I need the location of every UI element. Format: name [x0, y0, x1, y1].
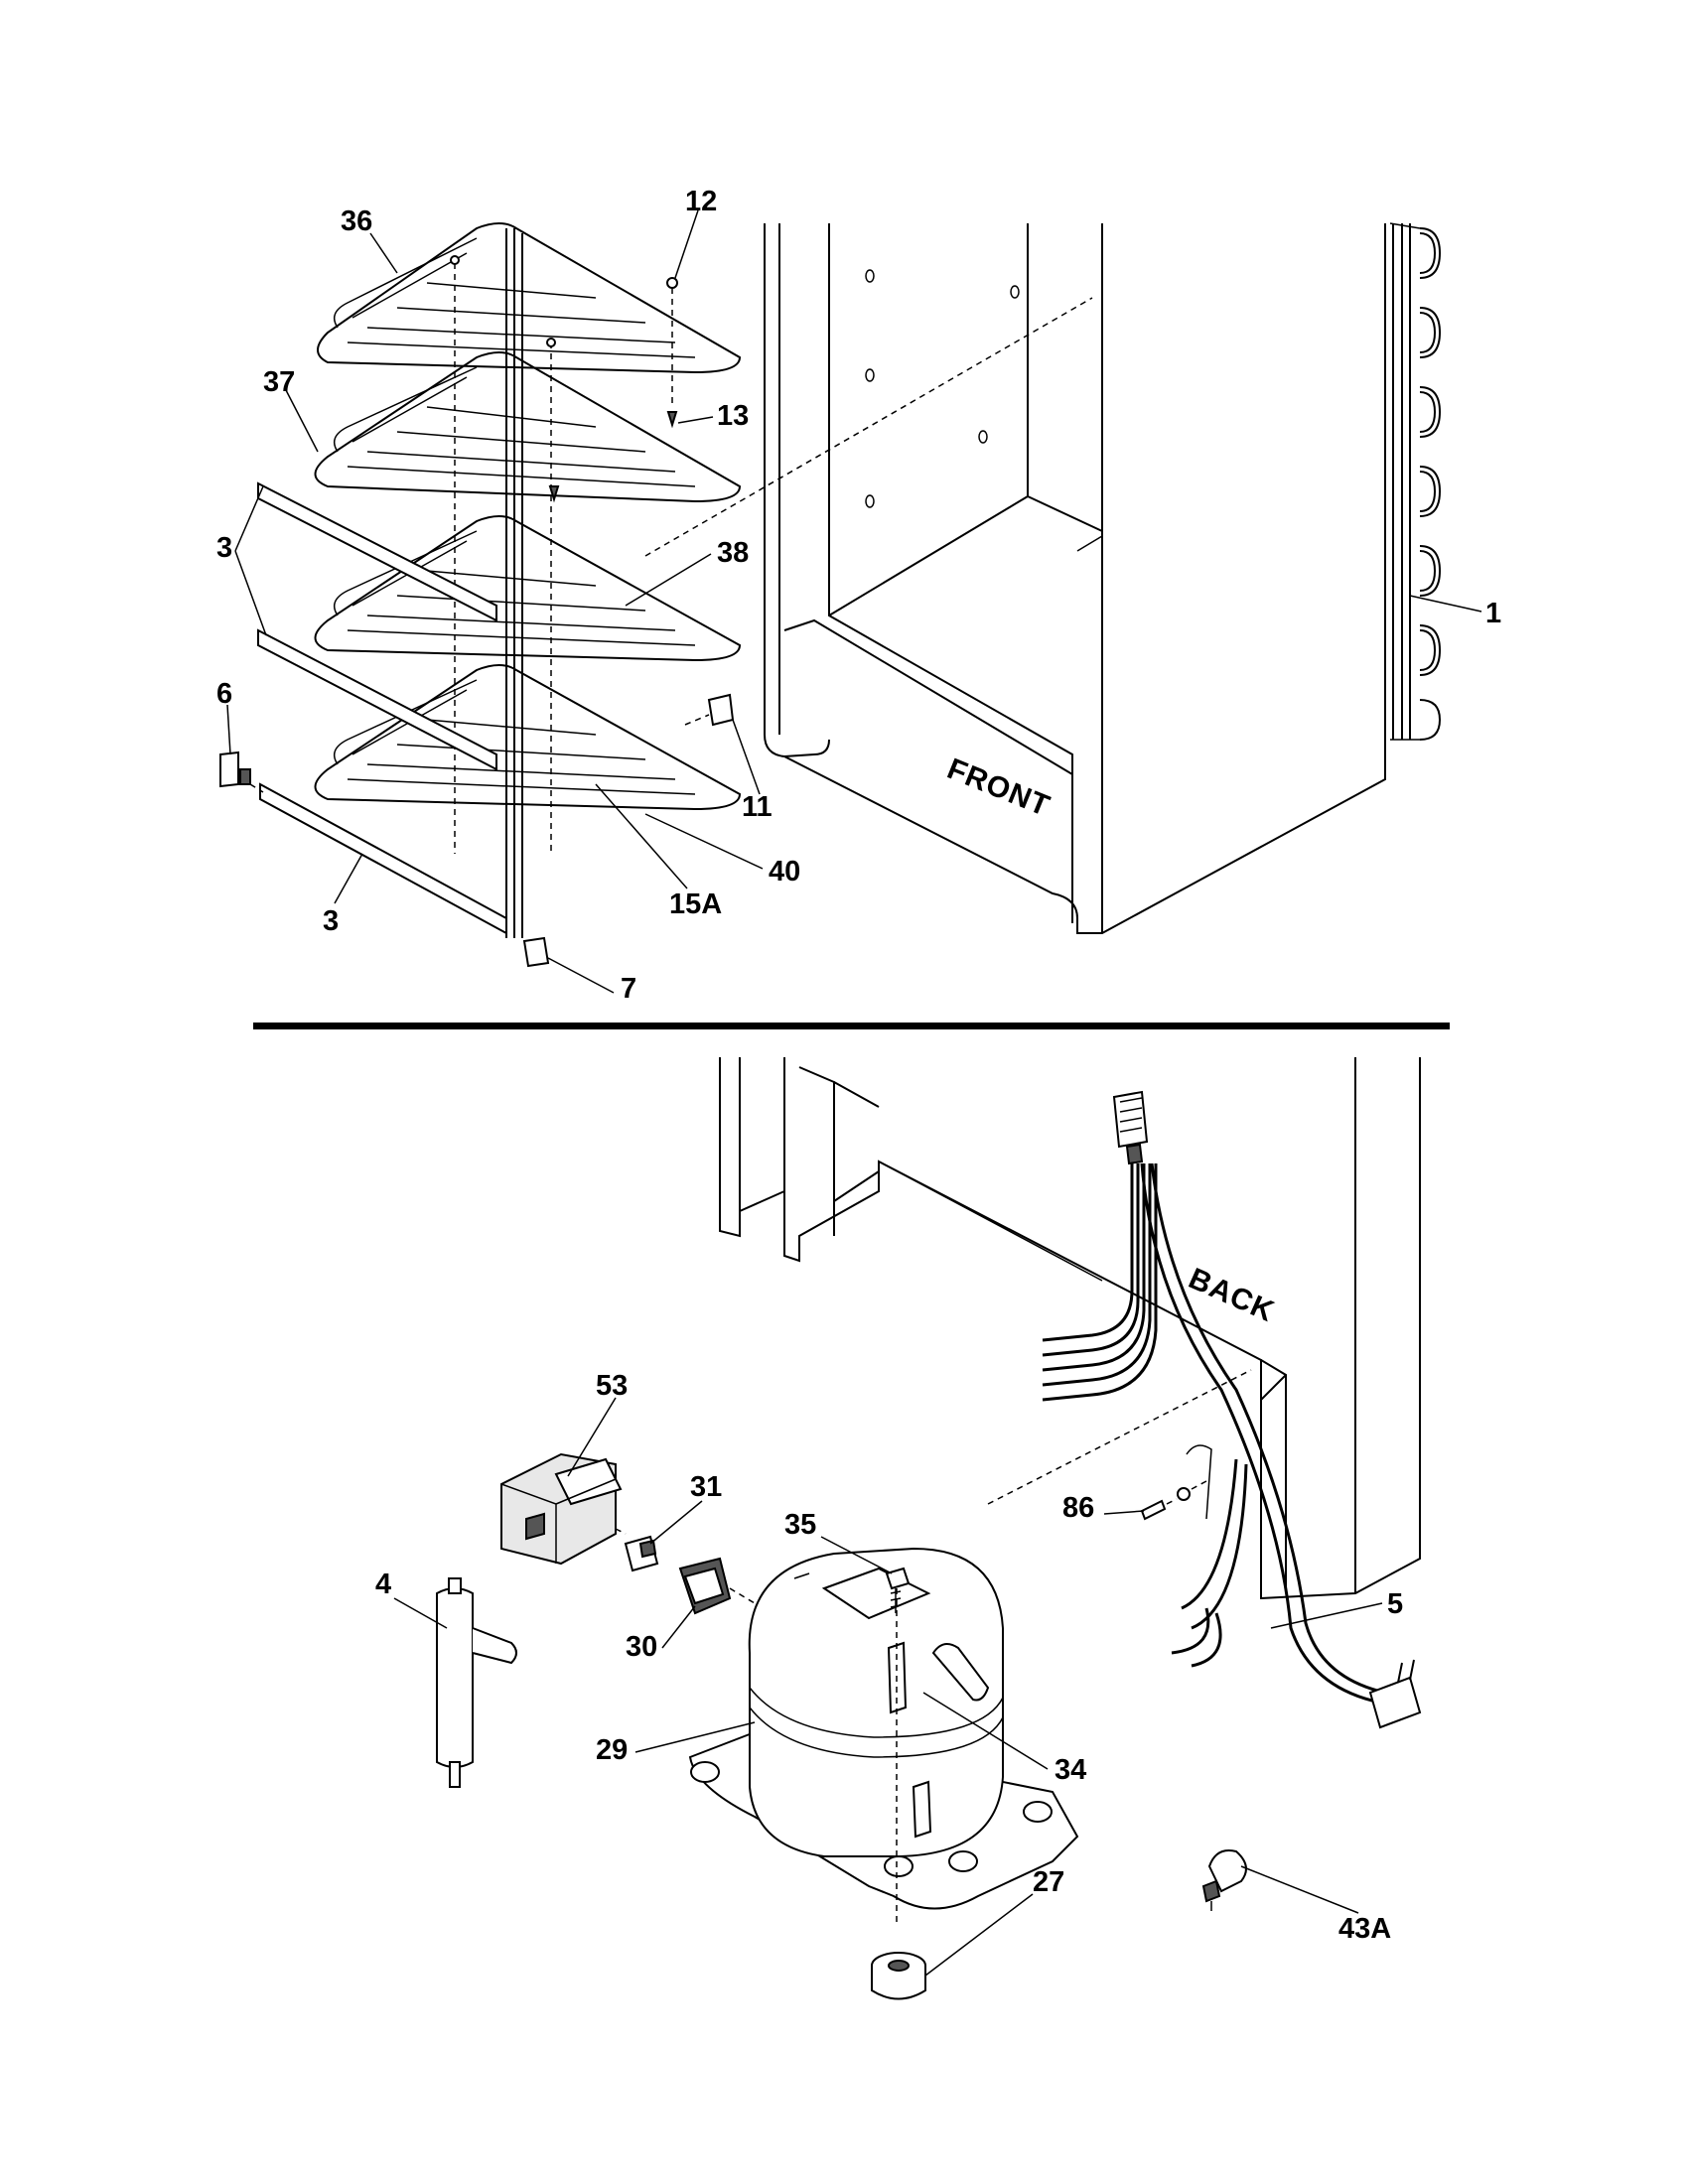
callout-29: 29 — [596, 1734, 628, 1766]
cabinet-front: FRONT — [764, 223, 1386, 934]
clip-part-6 — [219, 751, 239, 788]
shelf-coil-36 — [317, 222, 742, 374]
section-divider — [253, 1023, 1450, 1029]
callout-34: 34 — [1055, 1754, 1086, 1786]
shelf-coil-37 — [314, 351, 742, 503]
callout-4: 4 — [375, 1569, 391, 1600]
callout-15a: 15A — [669, 888, 722, 920]
shelf-coil-40 — [314, 664, 742, 811]
screw-part-13 — [666, 411, 678, 429]
ground-screw-86 — [1140, 1480, 1207, 1521]
callout-6: 6 — [216, 678, 232, 710]
power-cord-harness — [1042, 1090, 1422, 1729]
callout-13: 13 — [717, 400, 749, 432]
lower-callouts: 53 31 35 86 4 30 5 29 34 27 43A — [375, 1370, 1403, 1945]
lower-exploded-view: BACK — [375, 1057, 1422, 2000]
compressor-29 — [688, 1547, 1079, 1926]
condenser-coil — [1384, 222, 1442, 741]
callout-53: 53 — [596, 1370, 628, 1402]
clip-part-11 — [707, 693, 735, 727]
assembly-line-lower — [987, 1369, 1252, 1505]
callout-11: 11 — [742, 791, 773, 823]
bolt-35 — [885, 1567, 911, 1613]
callout-3-lower: 3 — [323, 905, 339, 937]
callout-3-upper: 3 — [216, 532, 232, 564]
shelf-rails — [257, 481, 507, 935]
callout-86: 86 — [1062, 1492, 1094, 1524]
callout-12: 12 — [685, 186, 717, 217]
plug — [1368, 1676, 1422, 1729]
callout-35: 35 — [784, 1509, 816, 1541]
upper-leaders — [226, 209, 1482, 994]
drier-4 — [436, 1577, 517, 1788]
back-label: BACK — [1184, 1262, 1279, 1328]
lower-leaders — [393, 1397, 1383, 1977]
upper-callouts: 36 12 37 13 3 38 1 6 11 40 15A 3 7 — [216, 186, 1501, 1005]
callout-30: 30 — [626, 1631, 657, 1663]
callout-40: 40 — [769, 856, 800, 887]
evaporator-shelf-coils — [314, 222, 742, 938]
nut-part-12 — [666, 277, 678, 289]
connector-31 — [624, 1535, 659, 1572]
callout-43a: 43A — [1338, 1913, 1391, 1945]
relay-overload-53 — [500, 1452, 627, 1566]
callout-27: 27 — [1033, 1866, 1064, 1898]
callout-31: 31 — [690, 1471, 722, 1503]
callout-7: 7 — [621, 973, 636, 1005]
cable-clamp-43a — [1201, 1849, 1247, 1911]
callout-38: 38 — [717, 537, 749, 569]
callout-37: 37 — [263, 366, 295, 398]
clip-part-7 — [522, 936, 550, 968]
terminal-cover-30 — [678, 1557, 756, 1615]
callout-36: 36 — [341, 205, 372, 237]
assembly-line-upper — [644, 297, 1093, 557]
front-label: FRONT — [942, 752, 1055, 823]
callout-1: 1 — [1485, 598, 1501, 629]
upper-exploded-view: FRONT — [216, 186, 1501, 1005]
grommet-27 — [871, 1952, 926, 2000]
callout-5: 5 — [1387, 1588, 1403, 1620]
